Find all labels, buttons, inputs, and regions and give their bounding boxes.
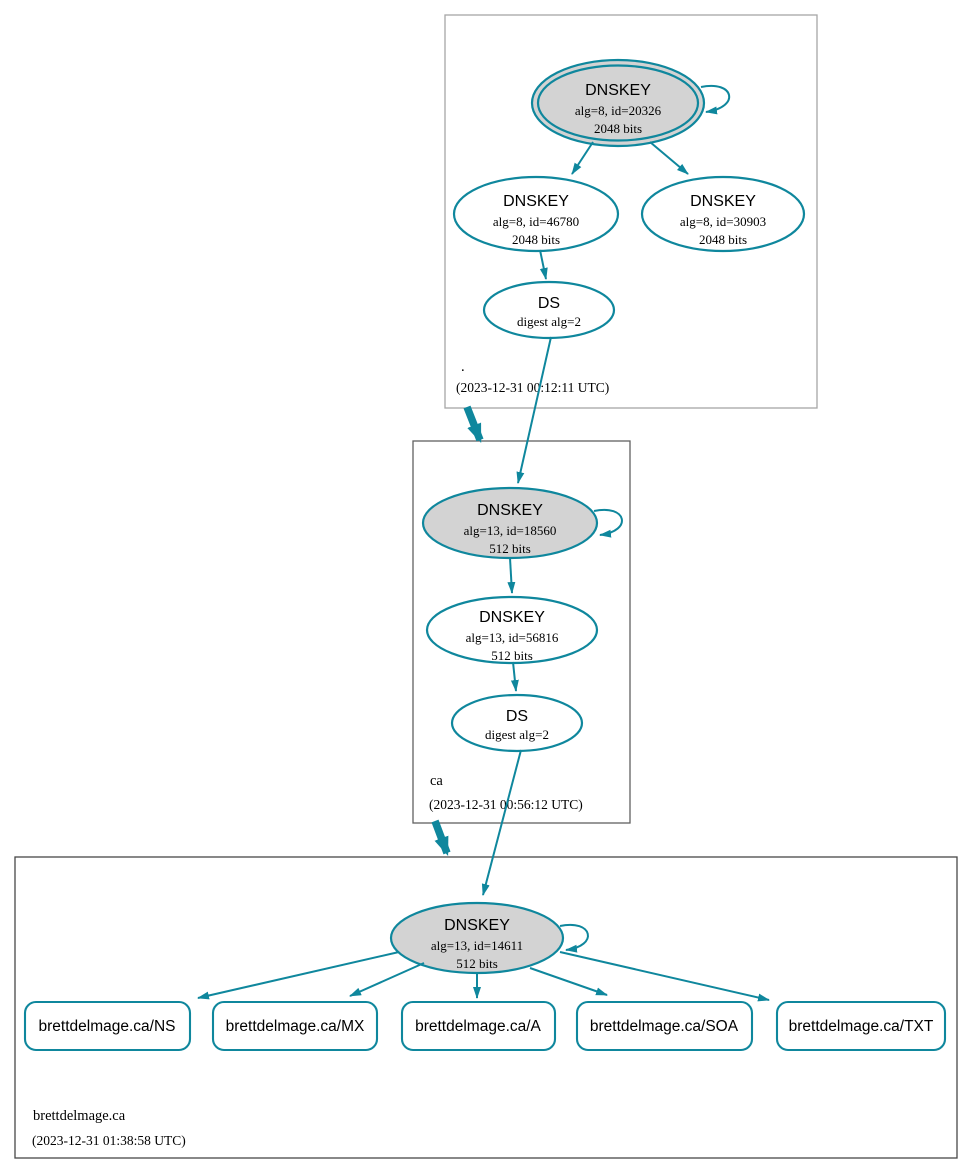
node-ca-ds-title: DS <box>506 708 528 725</box>
node-ca-ksk[interactable]: DNSKEY alg=13, id=18560 512 bits <box>421 486 599 560</box>
node-root-zsk1-title: DNSKEY <box>503 193 569 210</box>
node-ca-zsk[interactable]: DNSKEY alg=13, id=56816 512 bits <box>425 595 599 665</box>
node-root-ksk[interactable]: DNSKEY alg=8, id=20326 2048 bits <box>530 58 706 148</box>
edge-leaf-ksk-to-mx <box>349 962 425 997</box>
node-root-zsk1-detail2: 2048 bits <box>512 232 560 247</box>
edge-leaf-ksk-to-ns <box>197 951 400 1000</box>
rrset-a[interactable]: brettdelmage.ca/A <box>400 1000 557 1052</box>
node-root-ds[interactable]: DS digest alg=2 <box>482 280 616 340</box>
node-ca-ksk-title: DNSKEY <box>477 502 543 519</box>
edge-leaf-ksk-to-soa <box>529 967 608 996</box>
edge-leaf-ksk-to-txt <box>559 951 770 1002</box>
zone-ca-name: ca <box>430 773 443 789</box>
rrset-a-label: brettdelmage.ca/A <box>415 1018 541 1035</box>
edge-root-ksk-to-zsk1 <box>571 141 594 175</box>
zone-leaf-name: brettdelmage.ca <box>33 1108 126 1124</box>
rrset-soa[interactable]: brettdelmage.ca/SOA <box>575 1000 754 1052</box>
rrset-soa-label: brettdelmage.ca/SOA <box>590 1018 739 1035</box>
edge-leaf-ksk-selfsign <box>559 923 589 953</box>
node-ca-ds[interactable]: DS digest alg=2 <box>450 693 584 753</box>
rrset-txt[interactable]: brettdelmage.ca/TXT <box>775 1000 947 1052</box>
node-root-ksk-detail1: alg=8, id=20326 <box>575 103 662 118</box>
node-root-zsk2-title: DNSKEY <box>690 193 756 210</box>
rrset-mx-label: brettdelmage.ca/MX <box>226 1018 365 1035</box>
node-leaf-ksk-detail2: 512 bits <box>456 956 498 971</box>
edge-delegation-ca-to-leaf <box>431 819 451 856</box>
node-root-zsk2-detail2: 2048 bits <box>699 232 747 247</box>
zone-root: . (2023-12-31 00:12:11 UTC) <box>444 14 818 409</box>
zone-root-timestamp: (2023-12-31 00:12:11 UTC) <box>456 380 609 395</box>
node-root-ds-detail1: digest alg=2 <box>517 314 581 329</box>
node-leaf-ksk-detail1: alg=13, id=14611 <box>431 938 523 953</box>
zone-root-name: . <box>461 359 465 375</box>
node-root-zsk1[interactable]: DNSKEY alg=8, id=46780 2048 bits <box>452 175 620 253</box>
edge-delegation-root-to-ca <box>463 405 484 443</box>
node-root-zsk2[interactable]: DNSKEY alg=8, id=30903 2048 bits <box>640 175 806 253</box>
node-root-ds-title: DS <box>538 295 560 312</box>
rrset-ns-label: brettdelmage.ca/NS <box>39 1018 176 1035</box>
edge-ca-ds-to-leaf-ksk <box>481 749 522 896</box>
edge-ca-ksk-to-zsk <box>507 557 516 594</box>
zone-leaf-box <box>14 856 958 1159</box>
node-ca-ksk-detail1: alg=13, id=18560 <box>464 523 557 538</box>
rrset-mx[interactable]: brettdelmage.ca/MX <box>211 1000 379 1052</box>
node-root-ksk-detail2: 2048 bits <box>594 121 642 136</box>
rrset-txt-label: brettdelmage.ca/TXT <box>789 1018 934 1035</box>
edge-ca-zsk-to-ds <box>510 661 519 692</box>
node-ca-zsk-detail2: 512 bits <box>491 648 533 663</box>
edge-root-ksk-to-zsk2 <box>649 141 689 175</box>
node-leaf-ksk[interactable]: DNSKEY alg=13, id=14611 512 bits <box>389 901 565 975</box>
node-ca-zsk-title: DNSKEY <box>479 609 545 626</box>
zone-leaf: brettdelmage.ca (2023-12-31 01:38:58 UTC… <box>14 856 958 1159</box>
rrset-ns[interactable]: brettdelmage.ca/NS <box>23 1000 192 1052</box>
node-ca-zsk-detail1: alg=13, id=56816 <box>466 630 559 645</box>
edge-ca-ksk-selfsign <box>593 508 623 538</box>
node-leaf-ksk-title: DNSKEY <box>444 917 510 934</box>
node-root-zsk1-detail1: alg=8, id=46780 <box>493 214 579 229</box>
edge-root-ds-to-ca-ksk <box>516 336 552 484</box>
zone-root-box <box>444 14 818 409</box>
zone-ca-box <box>412 440 631 824</box>
node-ca-ds-detail1: digest alg=2 <box>485 727 549 742</box>
node-ca-ksk-detail2: 512 bits <box>489 541 531 556</box>
zone-leaf-timestamp: (2023-12-31 01:38:58 UTC) <box>32 1133 186 1148</box>
edge-root-zsk1-to-ds <box>539 249 548 280</box>
edge-root-ksk-selfsign <box>700 84 730 115</box>
node-root-zsk2-detail1: alg=8, id=30903 <box>680 214 766 229</box>
node-root-ksk-title: DNSKEY <box>585 82 651 99</box>
